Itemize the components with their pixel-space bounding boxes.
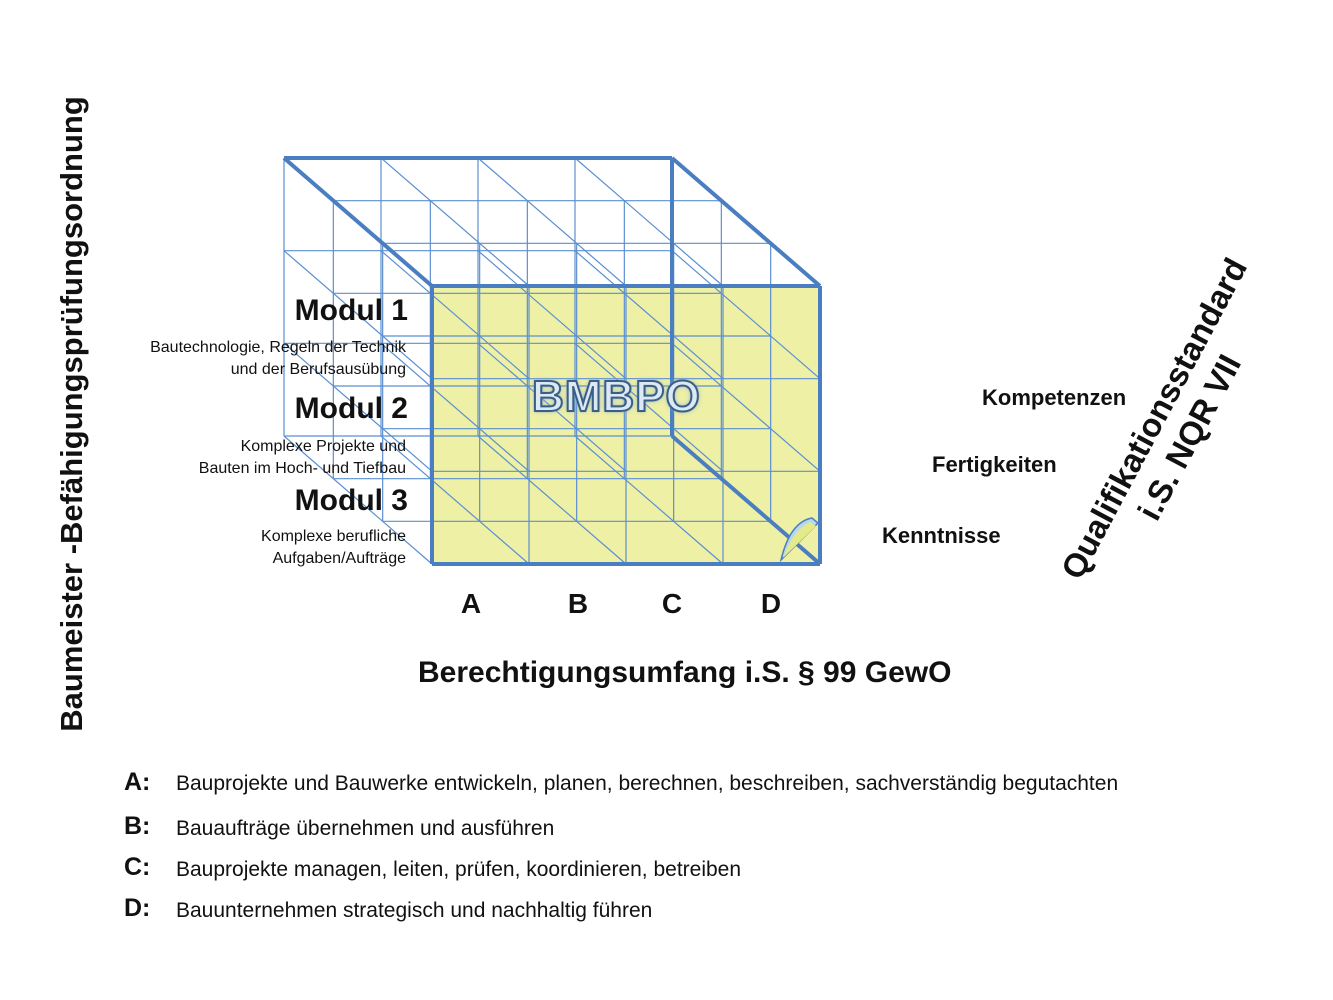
legend-text-c: Bauprojekte managen, leiten, prüfen, koo… [176,858,742,881]
column-b: B [567,588,589,619]
grid-line-z [574,435,724,565]
legend-key-d: D: [124,894,151,922]
module-3-description: Bautechnologie, Regeln der Technik und d… [150,337,406,381]
legend-key-b: B: [124,812,151,840]
module-1-desc-line-2: Aufgaben/Aufträge [272,550,406,567]
x-axis-title: Berechtigungsumfang i.S. § 99 GewO [418,656,952,689]
module-3-desc-line-1: Bautechnologie, Regeln der Technik [150,339,406,356]
cube-edge [282,156,434,288]
module-1-title: Modul 3 [294,484,408,517]
grid-line-z [477,435,627,565]
grid-line-z [380,342,530,472]
legend-text-d: Bauunternehmen strategisch und nachhalti… [176,899,653,922]
grid-line-z [477,250,627,380]
grid-line-z [380,157,530,287]
column-c: C [661,588,683,619]
module-1-desc-line-1: Komplexe berufliche [261,528,406,545]
legend-key-a: A: [124,768,151,796]
level-fertigkeiten: Fertigkeiten [932,452,1057,477]
legend-text-b: Bauaufträge übernehmen und ausführen [176,817,555,840]
grid-line-z [380,435,530,565]
module-1-description: Komplexe berufliche Aufgaben/Aufträge [261,526,406,570]
grid-line-z [283,435,433,565]
grid-line-z [574,157,724,287]
module-3-desc-line-2: und der Berufsausübung [230,361,406,378]
page-curl-fold [783,522,816,558]
grid-line-z [477,157,627,287]
grid-line-z [283,342,433,472]
legend-key-c: C: [124,853,151,881]
legend-text-a: Bauprojekte und Bauwerke entwickeln, pla… [176,772,1119,795]
grid-line-z [283,250,433,380]
vertical-axis-title: Baumeister -Befähigungsprüfungsordnung [54,96,89,732]
level-kenntnisse: Kenntnisse [882,523,1001,548]
module-2-description: Komplexe Projekte und Bauten im Hoch- un… [199,436,406,480]
cube-label-bmbpo: BMBPO [531,371,701,422]
grid-line-z [574,250,724,380]
grid-line-z [477,342,627,472]
grid-line-z [574,342,724,472]
module-2-title: Modul 2 [294,392,408,425]
module-2-desc-line-2: Bauten im Hoch- und Tiefbau [198,460,406,477]
grid-line-z [380,250,530,380]
grid-line-z [671,250,821,380]
module-2-desc-line-1: Komplexe Projekte und [240,438,406,455]
cube-edge [670,156,822,288]
column-a: A [460,588,482,619]
column-d: D [760,588,782,619]
module-3-title: Modul 1 [294,294,408,327]
grid-line-z [671,342,821,472]
level-kompetenzen: Kompetenzen [982,385,1127,410]
